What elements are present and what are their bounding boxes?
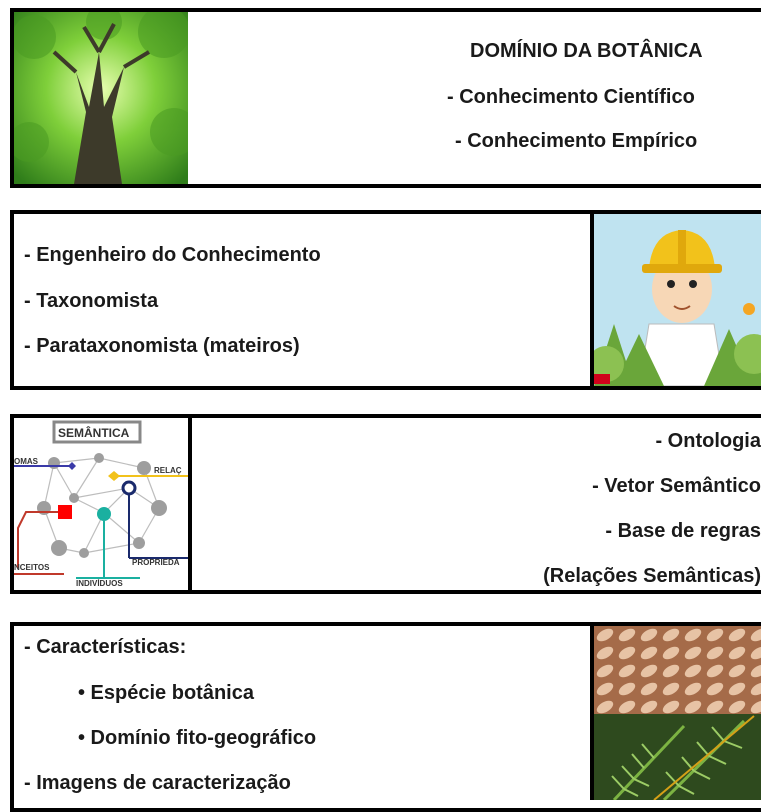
ontology-line: - Ontologia xyxy=(655,430,761,452)
knowledge-engineer-line: - Engenheiro do Conhecimento xyxy=(24,244,321,266)
scientific-knowledge-line: - Conhecimento Científico xyxy=(447,86,695,108)
semantic-network-image: SEMÂNTICA OMAS RELAÇ NCEITOS INDIVÍDUOS … xyxy=(14,418,192,590)
characteristics-heading: - Características: xyxy=(24,636,187,658)
parataxonomist-line: - Parataxonomista (mateiros) xyxy=(24,335,300,357)
botanical-species-bullet: • Espécie botânica xyxy=(78,682,254,704)
botany-domain-title: DOMÍNIO DA BOTÂNICA xyxy=(470,40,703,62)
axioms-label: OMAS xyxy=(14,457,39,466)
individuals-label: INDIVÍDUOS xyxy=(76,579,123,588)
engineer-cartoon-image xyxy=(590,214,761,386)
characterization-images-line: - Imagens de caracterização xyxy=(24,772,291,794)
empirical-knowledge-line: - Conhecimento Empírico xyxy=(455,130,698,152)
semantic-vector-line: - Vetor Semântico xyxy=(592,475,761,497)
tree-canopy-image xyxy=(14,12,188,184)
semantica-label: SEMÂNTICA xyxy=(58,425,130,440)
taxonomist-line: - Taxonomista xyxy=(24,290,159,312)
phytogeographic-domain-bullet: • Domínio fito-geográfico xyxy=(78,727,317,749)
relations-label: RELAÇ xyxy=(154,466,182,475)
concepts-label: NCEITOS xyxy=(14,563,50,572)
semantic-relations-line: (Relações Semânticas) xyxy=(543,565,761,587)
rule-base-line: - Base de regras xyxy=(605,520,761,542)
properties-label: PROPRIEDA xyxy=(132,558,180,567)
plant-texture-images xyxy=(590,626,761,800)
